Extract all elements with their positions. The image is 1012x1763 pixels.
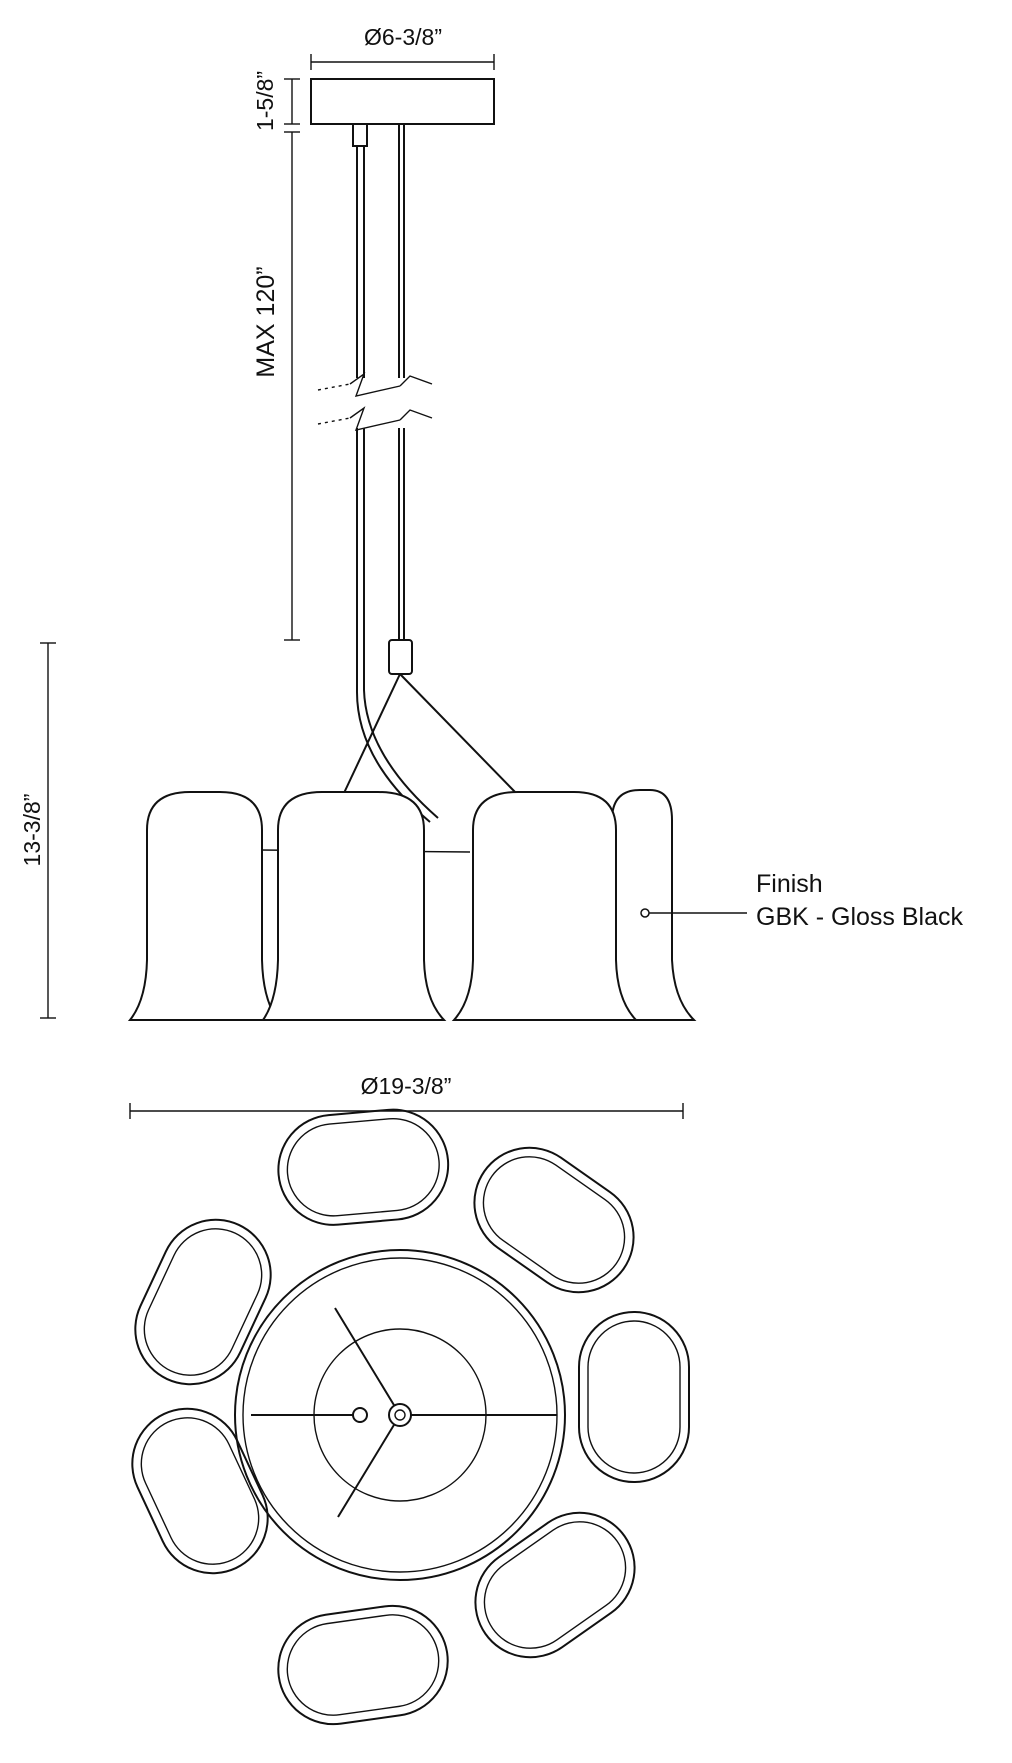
canopy-height-label: 1-5/8”: [252, 71, 278, 131]
max-length-dimension: MAX 120”: [252, 131, 300, 641]
center-hub: [388, 1403, 412, 1427]
center-hub-inner: [394, 1409, 406, 1421]
shade-ring-group: [131, 1108, 690, 1726]
support-cable-left: [343, 673, 401, 794]
shade-plan-top: [277, 1108, 450, 1226]
finish-label: Finish: [756, 870, 823, 898]
fixture-height-dimension: 13-3/8”: [19, 642, 56, 1019]
canopy-diameter-label: Ø6-3/8”: [364, 24, 442, 50]
canopy-diameter-dimension: Ø6-3/8”: [310, 24, 495, 70]
callout-marker: [640, 908, 650, 918]
shade-center-left: [261, 791, 447, 1021]
suspension-cord: [352, 123, 439, 823]
finish-callout: Finish GBK - Gloss Black: [640, 870, 963, 931]
cord-entry: [352, 1407, 368, 1423]
shade-plan-right: [578, 1311, 690, 1483]
canopy-height-dimension: 1-5/8”: [252, 71, 300, 131]
break-symbol: [315, 372, 440, 431]
shade-plan-lower-right: [474, 1511, 636, 1659]
shade-plan-upper-right: [473, 1146, 635, 1294]
plan-view: [131, 1108, 690, 1726]
shade-plan-lower-left: [131, 1407, 269, 1575]
canopy: [310, 78, 495, 125]
finish-value: GBK - Gloss Black: [756, 903, 963, 931]
shade-left: [127, 791, 280, 1021]
cable-junction: [388, 639, 413, 675]
glass-shades: [127, 789, 697, 1021]
fixture-height-label: 13-3/8”: [19, 794, 45, 867]
max-length-label: MAX 120”: [252, 266, 280, 377]
fixture-diameter-label: Ø19-3/8”: [361, 1073, 452, 1099]
outer-ring: [234, 1249, 566, 1581]
arm-lower: [337, 1414, 401, 1518]
support-cable-right: [399, 673, 517, 794]
shade-center-right: [451, 791, 639, 1021]
side-elevation: Ø6-3/8” 1-5/8” MAX 120”: [19, 24, 963, 1021]
shade-plan-upper-left: [134, 1218, 272, 1386]
arm-upper: [334, 1307, 401, 1416]
shade-plan-bottom: [277, 1604, 449, 1726]
